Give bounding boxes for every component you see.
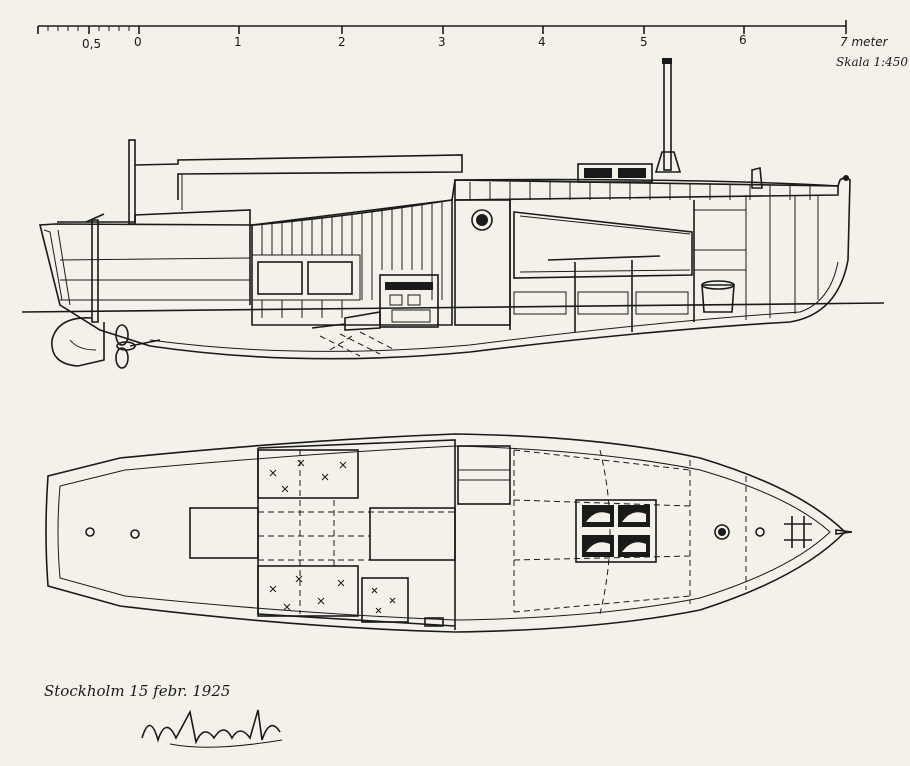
scale-tick-label: 5 (640, 35, 648, 49)
scale-tick-label: 3 (438, 35, 446, 49)
engine (311, 274, 439, 331)
deck-plan-view (45, 433, 853, 633)
scale-tick-label: 4 (538, 35, 546, 49)
skylight (575, 499, 657, 563)
profile-view (21, 58, 885, 369)
date-line: Stockholm 15 febr. 1925 (44, 682, 230, 700)
scale-tick-label: 0 (134, 35, 142, 49)
bunk-panel (513, 211, 693, 279)
cabin-window (307, 261, 353, 295)
deck-vent (714, 524, 730, 540)
aft-mast (128, 139, 136, 225)
deck-outline (45, 433, 847, 633)
aft-hatch (189, 507, 259, 559)
cabin-roof (134, 154, 463, 200)
scale-bar-ticks (37, 20, 847, 34)
funnel (663, 59, 672, 171)
scale-bar: 0,5 0 1 2 3 4 5 6 7 meter Skala 1:450 (37, 20, 908, 69)
hull-outline (38, 177, 851, 360)
waterline (21, 302, 885, 313)
scale-tick-label: 0,5 (82, 37, 101, 51)
rudder (51, 213, 105, 367)
scale-tick-label: 6 (739, 33, 747, 47)
cockpit-coaming (57, 209, 251, 305)
signature (141, 709, 283, 748)
scale-ratio-text: Skala 1:450 (836, 55, 908, 69)
midship-cabin (251, 199, 453, 326)
propeller (115, 324, 161, 369)
fore-cabin (454, 58, 849, 332)
scale-tick-label: 2 (338, 35, 346, 49)
bow-bitts (784, 516, 812, 548)
porthole (471, 209, 493, 231)
scale-tick-label: 7 meter (840, 35, 889, 49)
cabin-window (257, 261, 303, 295)
scale-tick-label: 1 (234, 35, 242, 49)
bucket (701, 284, 735, 313)
